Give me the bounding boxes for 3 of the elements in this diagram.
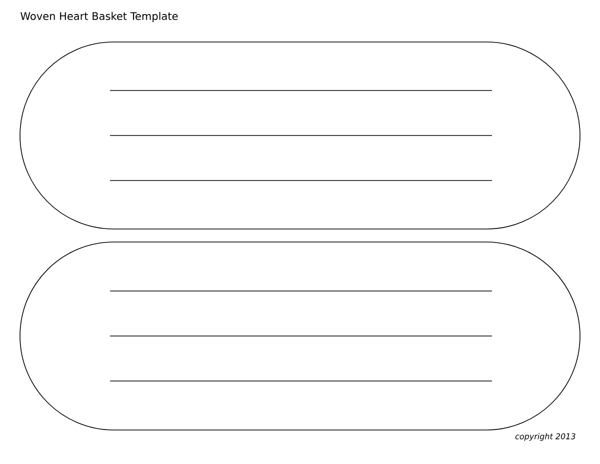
strip-outline xyxy=(20,42,580,230)
title: Woven Heart Basket Template xyxy=(20,12,178,22)
strip-outline xyxy=(20,242,580,430)
